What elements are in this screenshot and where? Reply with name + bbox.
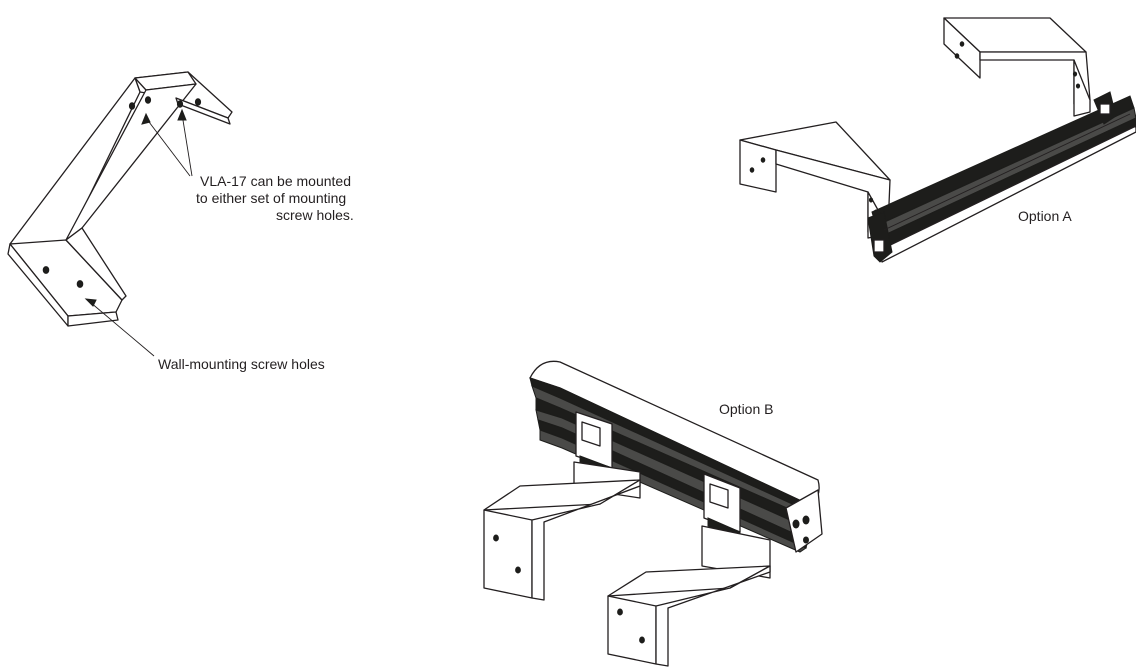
option-b-illustration xyxy=(483,360,823,667)
wall-hole-1 xyxy=(42,266,50,274)
mount-holes-callout-line-2: to either set of mounting xyxy=(196,190,347,206)
mount-hole-4 xyxy=(194,98,202,106)
mount-hole-2 xyxy=(144,96,152,104)
bracket-illustration xyxy=(7,71,233,327)
mount-holes-callout: VLA-17 can be mounted to either set of m… xyxy=(196,173,446,224)
option-a-label: Option A xyxy=(1018,208,1072,224)
bracket-leader-lines xyxy=(84,108,193,357)
mount-holes-callout-line-1: VLA-17 can be mounted xyxy=(200,173,351,189)
option-b-label: Option B xyxy=(719,401,774,417)
wall-holes-callout: Wall-mounting screw holes xyxy=(158,356,325,372)
mount-holes-callout-line-3: screw holes. xyxy=(276,207,354,223)
mount-hole-1 xyxy=(128,102,136,110)
mount-hole-3 xyxy=(176,100,184,108)
wall-hole-2 xyxy=(76,280,84,288)
option-a-illustration xyxy=(739,17,1136,263)
